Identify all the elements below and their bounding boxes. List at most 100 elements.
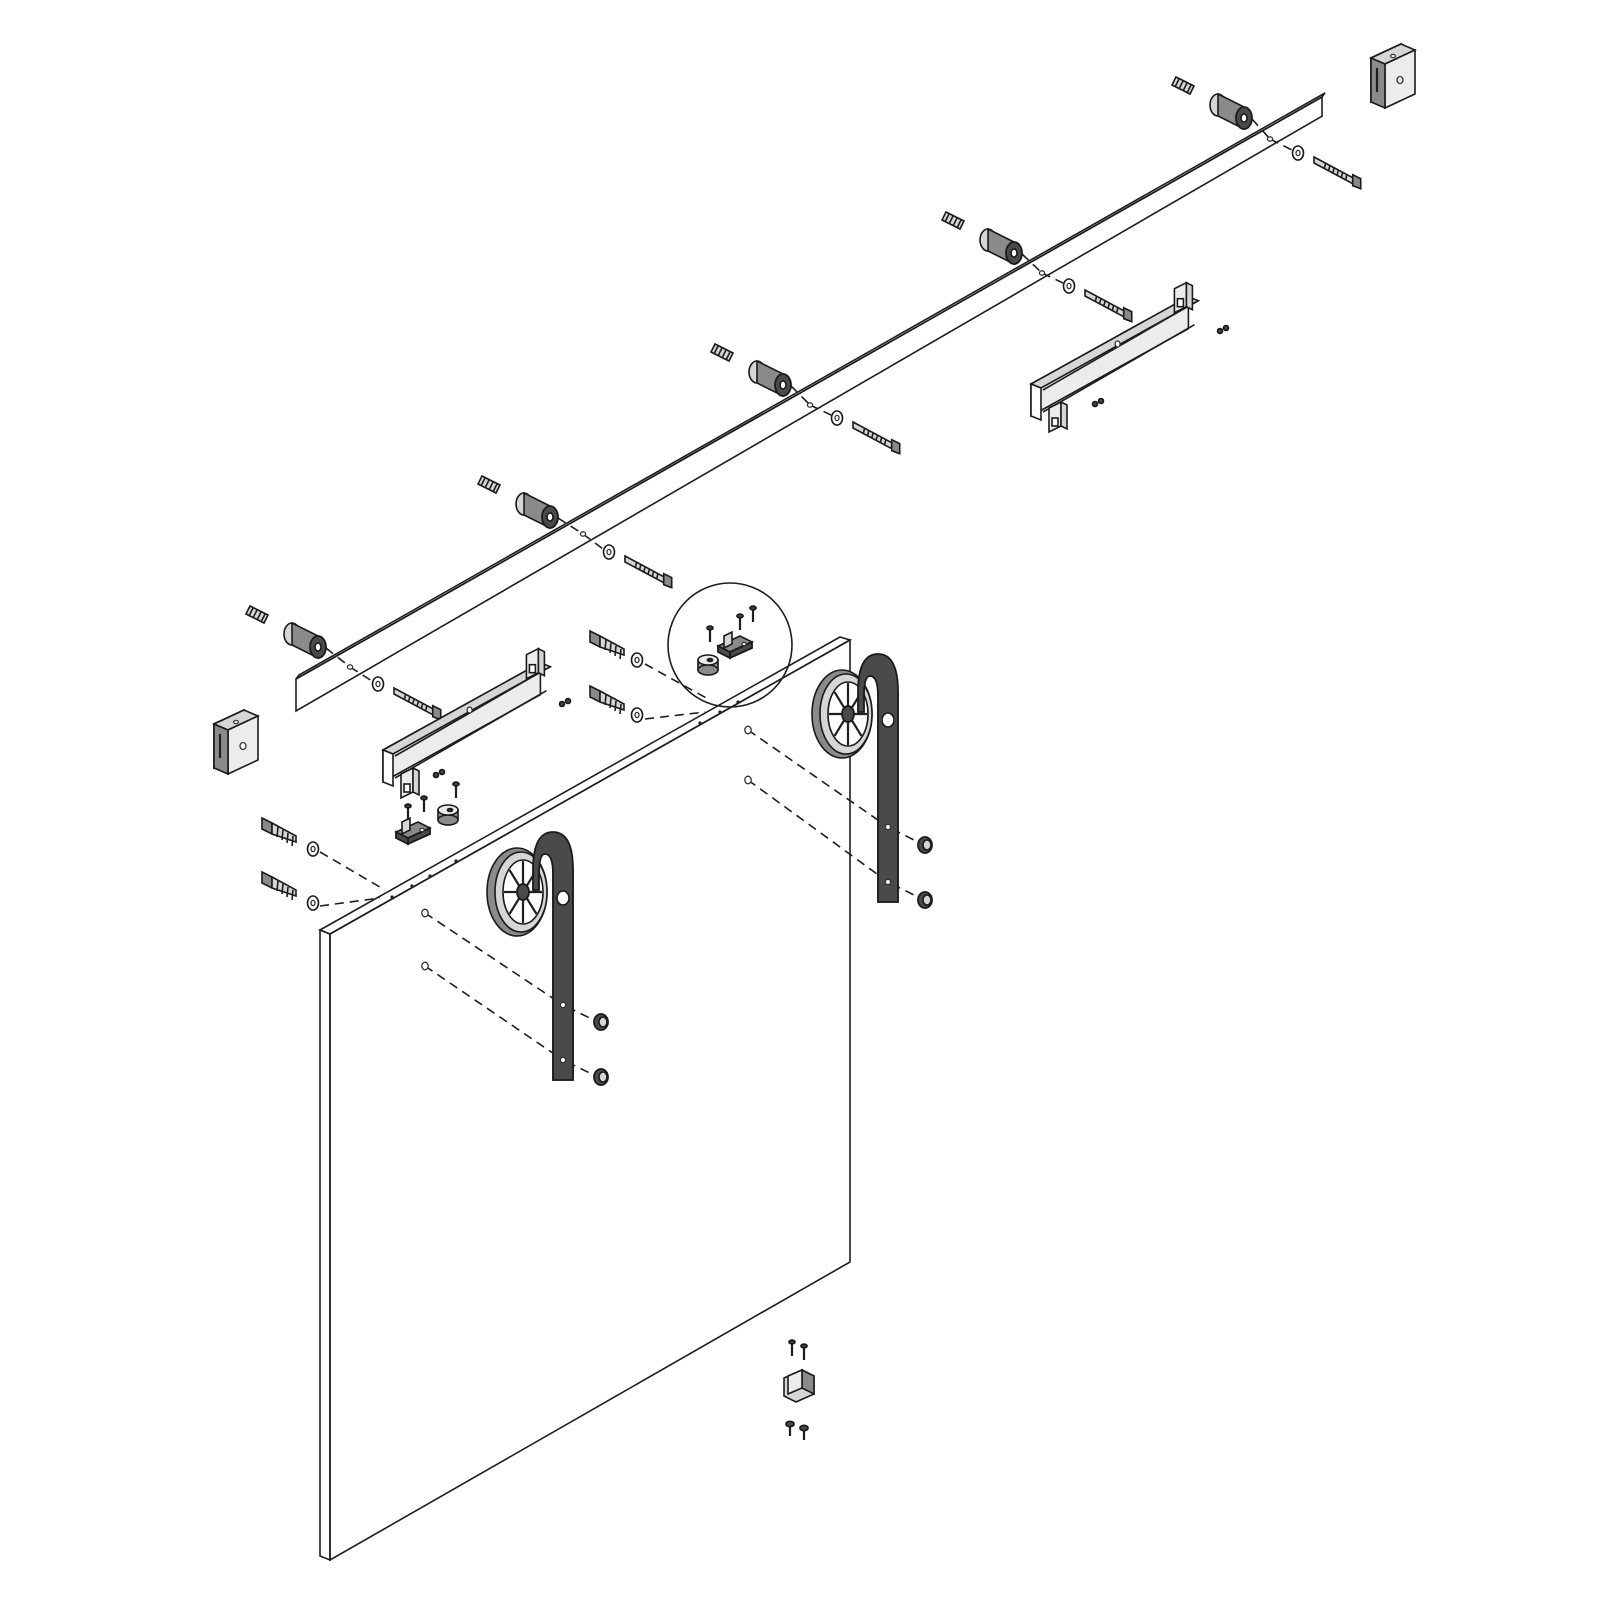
- cap-nut-face: [598, 1071, 608, 1083]
- stop-bracket: [394, 816, 432, 846]
- washer-and-bolt: [830, 410, 901, 455]
- stud-thread: [725, 351, 731, 361]
- cap-nut-face: [922, 894, 932, 906]
- stud-thread: [717, 347, 723, 357]
- spacer-to-rail-dash: [1021, 253, 1043, 274]
- strap-hole-lower: [559, 1056, 567, 1064]
- door-face-hole: [744, 775, 752, 785]
- tiny-screw-pair: [432, 768, 446, 779]
- spacer: [979, 227, 1023, 266]
- bolt-thread: [1098, 298, 1102, 305]
- hanger-wheel: [811, 653, 899, 903]
- anti-jump-block-set: [381, 281, 1230, 800]
- bolt-head: [799, 1424, 809, 1432]
- washer-and-bolt: [602, 544, 673, 589]
- bolt-thread: [1340, 172, 1344, 179]
- hex-bolt-thread: [286, 832, 289, 844]
- door-edge-hole: [390, 895, 394, 899]
- bolt-thread: [1323, 163, 1327, 170]
- spacer-assembly: [244, 604, 327, 660]
- door-to-hanger-dash: [424, 912, 564, 1006]
- bracket-side: [1185, 281, 1194, 311]
- door-panel: [318, 636, 853, 1562]
- tiny-screw-pair: [1091, 397, 1105, 408]
- cap-nut-face: [598, 1016, 608, 1028]
- bolt-thread: [642, 566, 646, 573]
- wood-screw: [452, 781, 460, 798]
- threaded-stud: [940, 210, 966, 231]
- hex-bolt: [589, 629, 625, 660]
- washer-hole: [606, 548, 612, 556]
- threaded-stud: [244, 604, 270, 625]
- stud-thread: [944, 213, 950, 223]
- rail-hole: [806, 402, 814, 408]
- hex-bolt-thread: [276, 880, 279, 892]
- bolt-thread: [647, 568, 651, 576]
- hex-bolt-thread: [291, 889, 294, 901]
- hanger-wheel: [486, 831, 574, 1081]
- washer: [306, 895, 320, 911]
- door-edge-hole: [698, 721, 702, 725]
- hex-bolt: [261, 816, 297, 847]
- strap-axle-bolt: [556, 890, 570, 906]
- block-hole: [466, 706, 473, 714]
- bolt-head: [785, 1420, 795, 1428]
- door-edge-hole: [718, 710, 722, 714]
- cap-nut-face: [922, 839, 932, 851]
- door-edge-hole: [410, 884, 414, 888]
- hanger-wheel-set: [486, 653, 933, 1086]
- end-stop-screw-hole: [239, 741, 247, 751]
- hex-bolt-thread: [609, 697, 612, 709]
- wood-screw: [404, 803, 412, 820]
- threaded-stud: [476, 474, 502, 495]
- stud-thread: [952, 217, 958, 227]
- spacer-bore: [546, 512, 554, 522]
- spacer-to-rail-dash: [1251, 118, 1271, 140]
- door-edge-hole: [428, 874, 432, 878]
- spacer-to-rail-dash: [790, 385, 811, 406]
- bolt-to-door-dash: [644, 663, 711, 701]
- door-to-hanger-dash: [424, 965, 564, 1061]
- bolt-thread: [1331, 167, 1335, 174]
- hex-bolt-head: [261, 870, 273, 890]
- bracket-side: [1060, 400, 1068, 431]
- floor-guide-bolt: [799, 1424, 809, 1440]
- door-face-hole: [421, 908, 429, 918]
- spacer-bore: [1010, 248, 1018, 258]
- rail-hole: [346, 664, 354, 670]
- floor-guide-assembly: [783, 1339, 815, 1440]
- hex-bolt: [261, 870, 297, 901]
- door-to-hanger-dash: [747, 729, 889, 828]
- stud-thread: [492, 483, 498, 493]
- stud-thread: [480, 477, 486, 487]
- hex-bolt-head: [589, 629, 601, 649]
- block-groove-lower: [1042, 324, 1195, 413]
- spacer: [1209, 92, 1253, 131]
- bracket-slot: [528, 663, 537, 674]
- hex-bolt-thread: [619, 648, 622, 660]
- spacer: [283, 621, 327, 660]
- rail-hole: [579, 531, 587, 537]
- hex-bolt-thread: [286, 886, 289, 898]
- screw-head: [404, 803, 412, 809]
- bolt-thread: [883, 439, 887, 446]
- wood-screw: [800, 1343, 808, 1360]
- wood-screw: [749, 605, 757, 622]
- wheel-hub: [841, 705, 855, 723]
- spacer-assembly: [940, 210, 1023, 266]
- bracket-slot: [1051, 417, 1059, 427]
- washer-and-bolt: [371, 676, 442, 721]
- rail-to-washer-dash: [1041, 272, 1064, 284]
- hex-bolt-thread: [604, 639, 607, 651]
- floor-guide-face: [787, 1368, 803, 1396]
- alignment-dashed-lines: [319, 118, 1293, 1076]
- bumper-bottom: [437, 814, 459, 826]
- block-bracket-left: [1048, 400, 1068, 434]
- hex-bolt-thread: [604, 694, 607, 706]
- bolt-head: [1122, 306, 1133, 323]
- stop-bracket-hole: [419, 827, 425, 833]
- cap-nut: [593, 1013, 609, 1031]
- stud-thread: [484, 479, 490, 489]
- hanger-strap: [532, 831, 574, 1081]
